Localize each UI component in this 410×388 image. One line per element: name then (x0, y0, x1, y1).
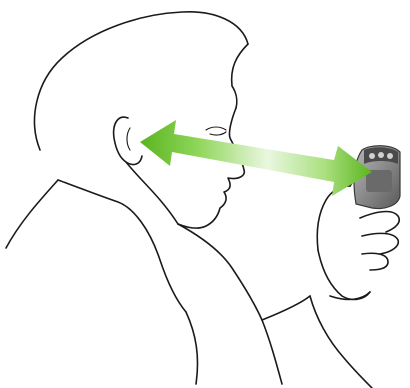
finger-1-outline (360, 212, 399, 232)
collar-front-outline (178, 224, 262, 320)
eye-outline (206, 127, 226, 130)
hand-heel-outline (318, 250, 370, 299)
collar-outline (58, 180, 186, 312)
device-button-1 (369, 153, 375, 159)
arrow-shape (140, 120, 372, 196)
lapel-outline (262, 320, 282, 384)
finger-3-outline (362, 253, 388, 270)
ear-outline (114, 117, 142, 164)
device-screen (366, 170, 392, 192)
ear-inner-outline (127, 128, 130, 150)
double-arrow-icon (140, 120, 372, 196)
torso-outline (186, 312, 198, 384)
finger-2-outline (362, 233, 398, 254)
device-button-3 (387, 153, 393, 159)
palm-outline (317, 186, 350, 250)
arm-outline (262, 296, 310, 320)
eye-lid-outline (210, 132, 226, 135)
forehead-outline (232, 44, 248, 108)
forearm-outline (310, 296, 372, 388)
head-back-outline (35, 12, 248, 150)
face-profile-outline (178, 108, 244, 228)
device-button-2 (378, 152, 384, 158)
person-outline-icon (6, 12, 372, 388)
jaw-outline (126, 162, 178, 224)
shoulder-outline (6, 180, 58, 248)
